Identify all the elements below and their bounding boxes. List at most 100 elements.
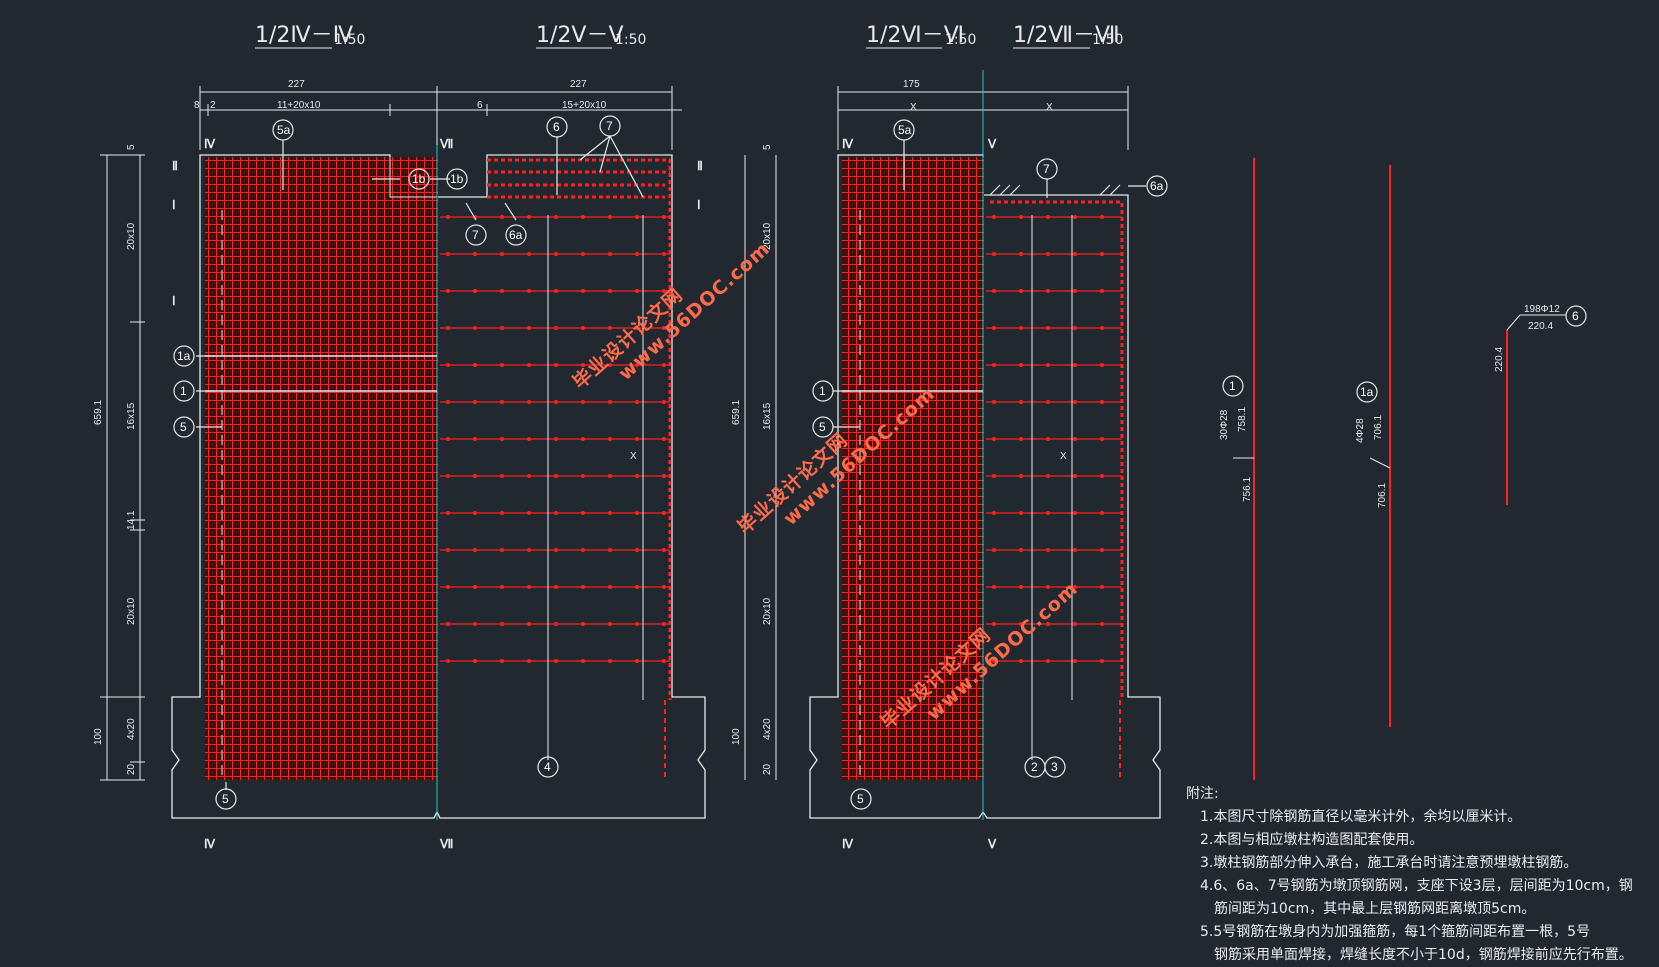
rebar-dot — [992, 326, 996, 330]
bubble-1-right: 1 — [819, 384, 826, 398]
rebar-dot — [554, 474, 558, 478]
rebar-dot — [1046, 289, 1050, 293]
title-scale-v: 1:50 — [615, 32, 646, 48]
title-section-vii: 1/2Ⅶ－Ⅶ — [1013, 23, 1120, 48]
rebar-dot — [1073, 363, 1077, 367]
rebar-dot — [1046, 548, 1050, 552]
rebar-dot — [1019, 326, 1023, 330]
rebar-dot — [1073, 326, 1077, 330]
bubble-2: 2 — [1031, 760, 1038, 774]
bar-6-len: 220.4 — [1528, 321, 1553, 332]
rebar-dot — [473, 659, 477, 663]
rebar-dot — [446, 289, 450, 293]
rebar-dot — [1046, 252, 1050, 256]
rebar-dot — [635, 622, 639, 626]
rebar-dot — [554, 363, 558, 367]
rebar-dot — [635, 659, 639, 663]
dim-left-227b: 227 — [570, 79, 587, 90]
rebar-dot — [662, 437, 666, 441]
sec-left-ii-r: Ⅱ — [697, 159, 703, 173]
rebar-dot — [446, 585, 450, 589]
rebar-dot — [1019, 585, 1023, 589]
left-drawing: 227 227 8 2 11+20x10 6 15+20x10 659.1 5 … — [93, 79, 706, 851]
rebar-dot — [527, 659, 531, 663]
rebar-dot — [662, 585, 666, 589]
sec-left-ii-l: Ⅱ — [172, 159, 178, 173]
dim-left-8: 8 — [194, 100, 200, 111]
dim-left-100: 100 — [93, 728, 104, 745]
rebar-dot — [500, 289, 504, 293]
watermark-group: 毕业设计论文网 www.56DOC.com 毕业设计论文网 www.56DOC.… — [568, 238, 1082, 734]
bar-1a-len: 706.1 — [1373, 415, 1384, 440]
rebar-dot — [581, 215, 585, 219]
rebar-dot — [1019, 437, 1023, 441]
rebar-dot — [662, 511, 666, 515]
rebar-dot — [446, 511, 450, 515]
rebar-dot — [500, 400, 504, 404]
rebar-dot — [473, 400, 477, 404]
rebar-dot — [500, 585, 504, 589]
rebar-dot — [581, 289, 585, 293]
rebar-dot — [608, 215, 612, 219]
bubble-3: 3 — [1051, 760, 1058, 774]
rebar-dot — [635, 585, 639, 589]
bubble-5a-left: 5a — [277, 123, 291, 137]
bar-1-spec: 30Φ28 — [1219, 409, 1230, 440]
rebar-dot — [635, 215, 639, 219]
dim-right-x2: X — [1046, 102, 1053, 113]
rebar-dot — [446, 437, 450, 441]
sec-right-v-bot: Ⅴ — [987, 837, 997, 851]
rebar-dot — [1019, 622, 1023, 626]
dim-right-4x20: 4x20 — [762, 718, 773, 740]
notes-block: 附注: 1.本图尺寸除钢筋直径以毫米计外，余均以厘米计。 2.本图与相应墩柱构造… — [1186, 783, 1656, 967]
bubble-6a-right: 6a — [1150, 179, 1164, 193]
rebar-dot — [446, 363, 450, 367]
rebar-dot — [554, 659, 558, 663]
rebar-dot — [992, 400, 996, 404]
rebar-dot — [446, 400, 450, 404]
rebar-dot — [581, 437, 585, 441]
bubble-5-right-bot: 5 — [857, 792, 864, 806]
rebar-dot — [1046, 215, 1050, 219]
dim-left-20x10b: 20x10 — [126, 597, 137, 625]
rebar-dot — [1046, 326, 1050, 330]
rebar-dot — [1019, 252, 1023, 256]
rebar-dot — [608, 400, 612, 404]
rebar-dot — [1100, 474, 1104, 478]
bubble-6a-left: 6a — [509, 228, 523, 242]
rebar-dot — [1100, 585, 1104, 589]
rebar-dot — [1073, 659, 1077, 663]
rebar-dot — [554, 622, 558, 626]
rebar-dot — [527, 622, 531, 626]
sec-right-iv-bot: Ⅳ — [842, 837, 854, 851]
sec-left-vii-bot: Ⅶ — [439, 837, 453, 851]
dim-right-5: 5 — [762, 144, 773, 150]
rebar-dot — [1100, 437, 1104, 441]
rebar-dot — [527, 252, 531, 256]
rebar-dot — [500, 437, 504, 441]
rebar-dot — [554, 252, 558, 256]
rebar-dot — [1046, 585, 1050, 589]
rebar-dot — [446, 474, 450, 478]
left-stirrups — [440, 215, 670, 663]
rebar-dot — [1019, 363, 1023, 367]
rebar-dot — [608, 437, 612, 441]
rebar-dot — [500, 659, 504, 663]
bubble-5-right: 5 — [819, 420, 826, 434]
rebar-dot — [662, 363, 666, 367]
title-section-vi: 1/2Ⅵ－Ⅵ — [866, 23, 964, 48]
bar-1-len: 758.1 — [1237, 407, 1248, 432]
note-1: 1.本图尺寸除钢筋直径以毫米计外，余均以厘米计。 — [1200, 809, 1522, 825]
rebar-dot — [608, 585, 612, 589]
rebar-dot — [1100, 548, 1104, 552]
rebar-dot — [608, 659, 612, 663]
dim-left-4x20: 4x20 — [126, 718, 137, 740]
rebar-dot — [446, 326, 450, 330]
rebar-dot — [554, 289, 558, 293]
rebar-dot — [500, 511, 504, 515]
rebar-dot — [635, 252, 639, 256]
rebar-dot — [608, 326, 612, 330]
rebar-dot — [527, 585, 531, 589]
rebar-dot — [554, 548, 558, 552]
rebar-dot — [554, 326, 558, 330]
